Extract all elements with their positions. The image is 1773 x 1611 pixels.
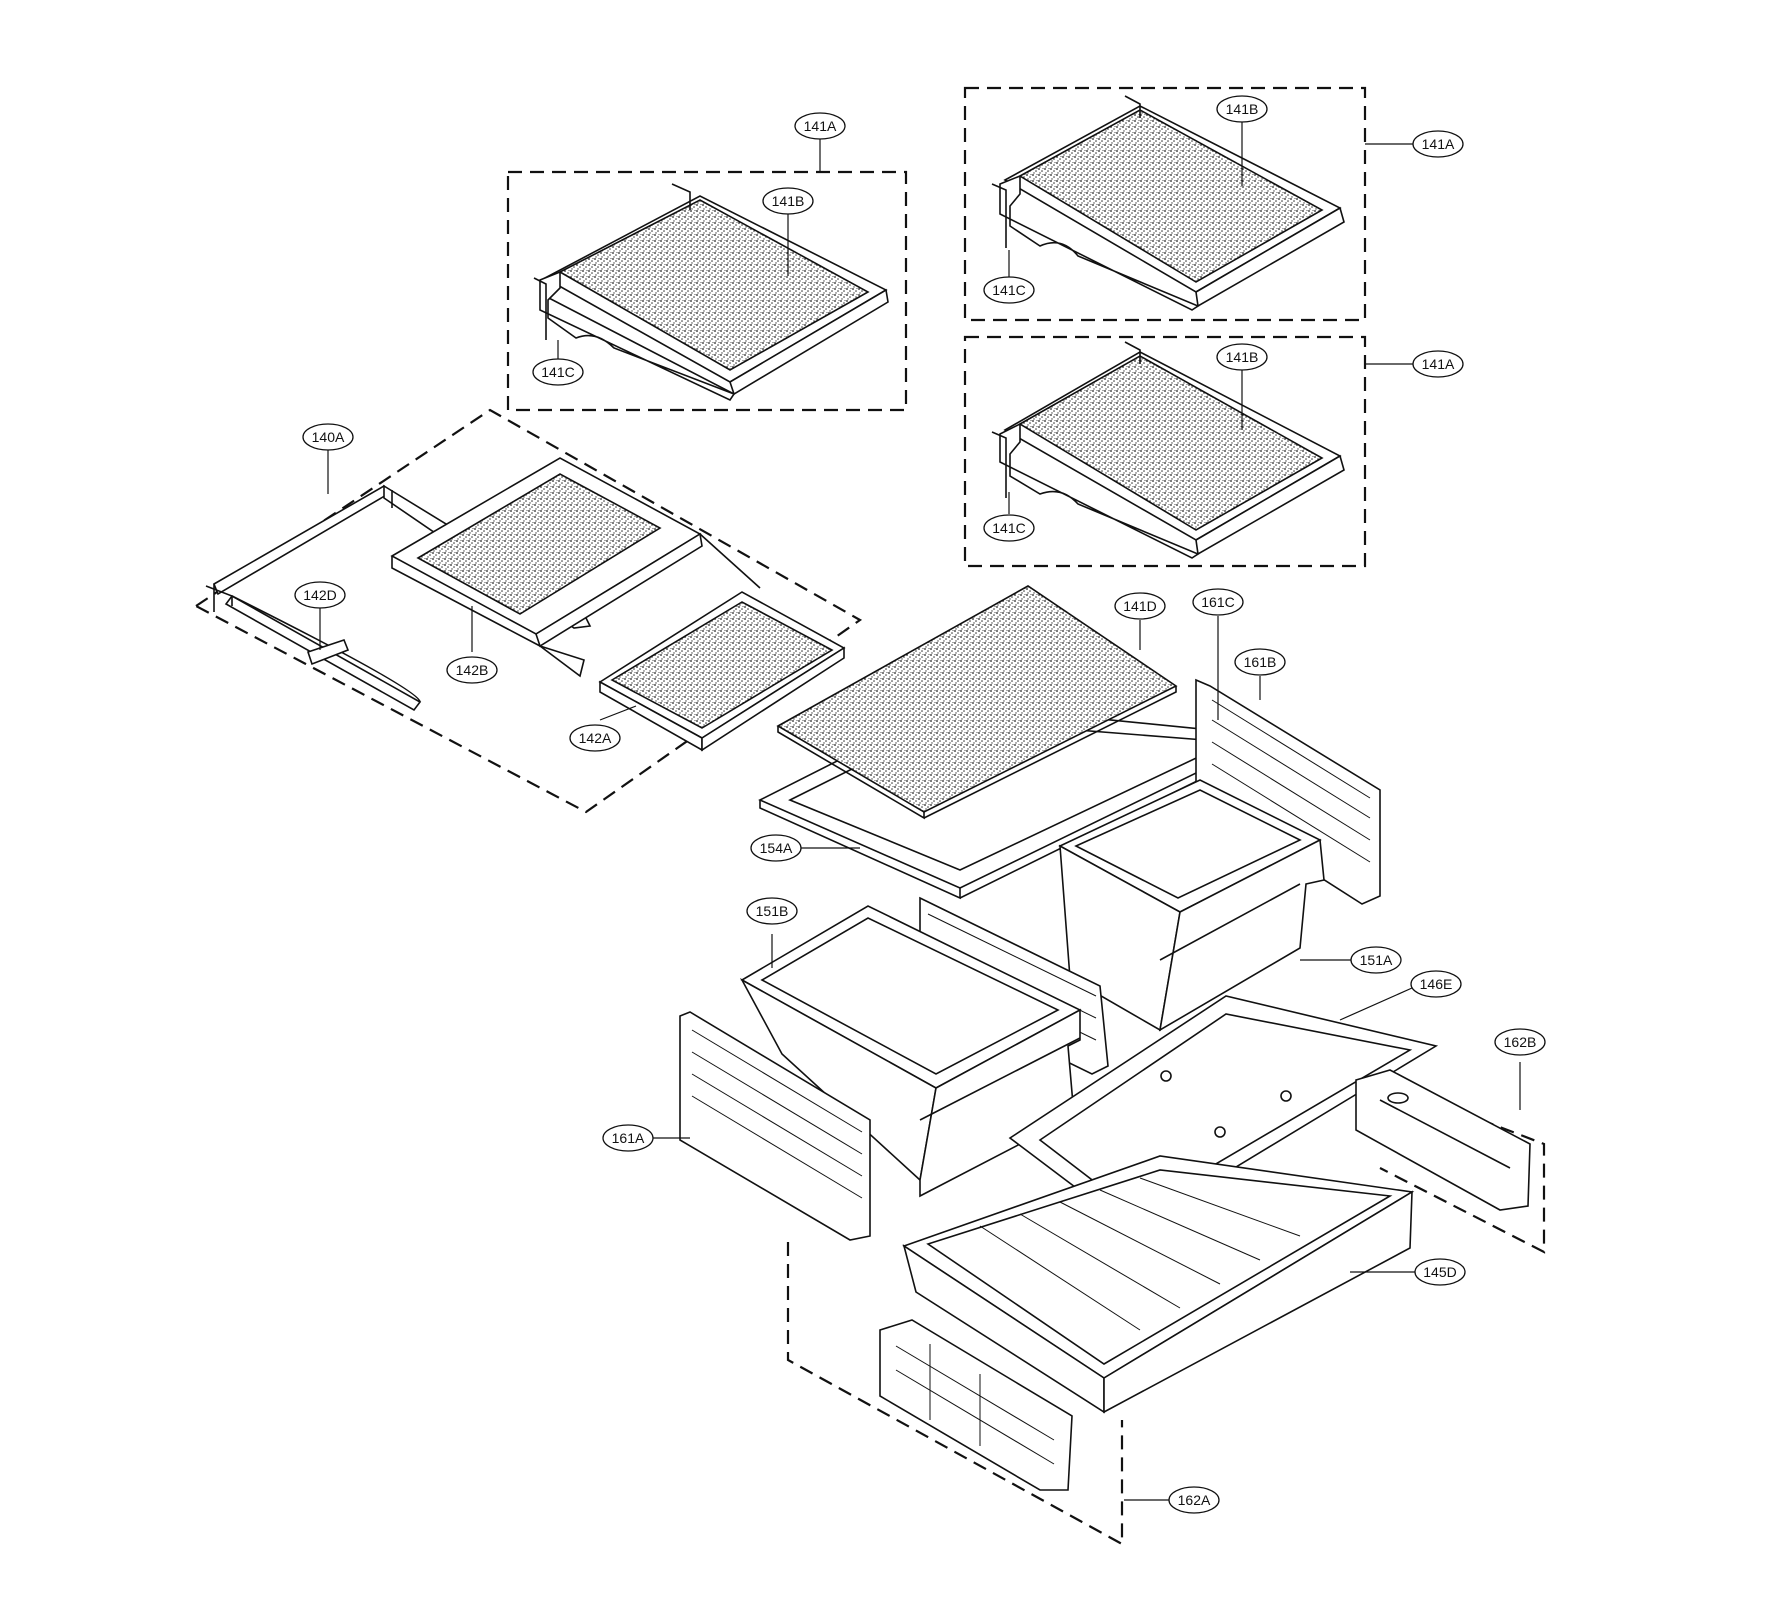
callout-label: 145D bbox=[1423, 1264, 1456, 1280]
drawer-rail-162a bbox=[786, 1242, 1124, 1546]
callout-162a: 162A bbox=[1168, 1486, 1220, 1514]
callout-label: 151B bbox=[756, 903, 789, 919]
glass-shelf bbox=[991, 341, 1345, 559]
shelf-assembly-141a-top-right bbox=[963, 86, 1367, 322]
callout-label: 141A bbox=[804, 118, 837, 134]
group-box-141a-top-left bbox=[506, 170, 908, 412]
shelf-glass-141b bbox=[1018, 109, 1324, 283]
callout-161b: 161B bbox=[1234, 648, 1286, 676]
callout-label: 142A bbox=[579, 730, 612, 746]
callout-label: 142B bbox=[456, 662, 489, 678]
split-shelf-assembly-140a bbox=[193, 408, 863, 814]
callout-label: 140A bbox=[312, 429, 345, 445]
callout-label: 141C bbox=[541, 364, 574, 380]
callout-146e: 146E bbox=[1410, 970, 1462, 998]
callout-label: 141B bbox=[772, 193, 805, 209]
glass-shelf bbox=[991, 95, 1345, 311]
callout-142b: 142B bbox=[446, 656, 498, 684]
callout-label: 161C bbox=[1201, 594, 1234, 610]
drawer-rail-162b bbox=[1355, 1069, 1546, 1254]
callout-141c-top-left: 141C bbox=[532, 358, 584, 386]
callout-141b-middle-right: 141B bbox=[1216, 343, 1268, 371]
callout-label: 161B bbox=[1244, 654, 1277, 670]
callout-141d: 141D bbox=[1114, 592, 1166, 620]
callout-label: 162A bbox=[1178, 1492, 1211, 1508]
callout-151a: 151A bbox=[1350, 946, 1402, 974]
callout-label: 151A bbox=[1360, 952, 1393, 968]
callout-141b-top-right: 141B bbox=[1216, 95, 1268, 123]
group-box-140a bbox=[193, 408, 863, 814]
callout-label: 141B bbox=[1226, 101, 1259, 117]
callout-140a: 140A bbox=[302, 423, 354, 451]
callout-141a-top-left: 141A bbox=[794, 112, 846, 140]
callout-142d: 142D bbox=[294, 581, 346, 609]
callout-label: 141A bbox=[1422, 356, 1455, 372]
crisper-drawer-151b bbox=[739, 905, 1082, 1198]
callout-label: 142D bbox=[303, 587, 336, 603]
callout-label: 141B bbox=[1226, 349, 1259, 365]
shelf-rail-142d bbox=[212, 484, 390, 596]
callout-141a-middle-right: 141A bbox=[1412, 350, 1464, 378]
callout-label: 161A bbox=[612, 1130, 645, 1146]
crisper-cover-assembly bbox=[758, 585, 1275, 900]
callout-161a: 161A bbox=[602, 1124, 654, 1152]
callout-label: 141A bbox=[1422, 136, 1455, 152]
group-box-162a bbox=[786, 1242, 1124, 1546]
divider-panel-161a bbox=[679, 1011, 871, 1241]
callout-141c-middle-right: 141C bbox=[983, 514, 1035, 542]
shelf-assembly-141a-middle-right bbox=[963, 335, 1367, 568]
divider-panel-161b bbox=[1195, 678, 1381, 905]
callout-label: 154A bbox=[760, 840, 793, 856]
callout-label: 146E bbox=[1420, 976, 1453, 992]
leader-lines bbox=[319, 121, 1521, 1501]
shelf-glass-141b bbox=[558, 199, 870, 371]
callout-label: 141D bbox=[1123, 598, 1156, 614]
callout-161c: 161C bbox=[1192, 588, 1244, 616]
callout-142a: 142A bbox=[569, 724, 621, 752]
callout-141a-top-right: 141A bbox=[1412, 130, 1464, 158]
group-box-141a-middle-right bbox=[963, 335, 1367, 568]
pan-drawer-145d bbox=[902, 1155, 1415, 1414]
callout-141c-top-right: 141C bbox=[983, 276, 1035, 304]
callout-162b: 162B bbox=[1494, 1028, 1546, 1056]
glass-shelf bbox=[533, 183, 889, 402]
callout-145d: 145D bbox=[1414, 1258, 1466, 1286]
callout-label: 141C bbox=[992, 282, 1025, 298]
callout-label: 141C bbox=[992, 520, 1025, 536]
shelf-glass-141b bbox=[1018, 355, 1324, 531]
group-box-141a-top-right bbox=[963, 86, 1367, 322]
callout-label: 162B bbox=[1504, 1034, 1537, 1050]
callout-151b: 151B bbox=[746, 897, 798, 925]
callout-141b-top-left: 141B bbox=[762, 187, 814, 215]
shelf-assembly-141a-top-left bbox=[506, 170, 908, 412]
callout-154a: 154A bbox=[750, 834, 802, 862]
